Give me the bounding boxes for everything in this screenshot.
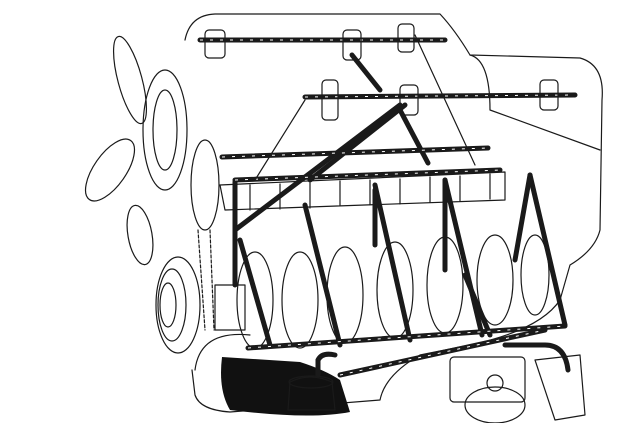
oil-gallery-lines (197, 37, 578, 378)
engine-block-outline (184, 13, 603, 413)
engine-block-side (194, 333, 251, 371)
rocker-arms-icon (204, 23, 559, 181)
timing-chain-icon (190, 139, 220, 331)
cylinder-head-edge (469, 54, 601, 151)
oil-pickup-icon (287, 351, 338, 411)
fan-icon (84, 35, 188, 266)
crank-pulley-icon (155, 256, 201, 354)
crankshaft-icon (214, 234, 550, 349)
oil-sump-reservoir (221, 357, 350, 416)
oil-filter-icon (449, 342, 586, 423)
